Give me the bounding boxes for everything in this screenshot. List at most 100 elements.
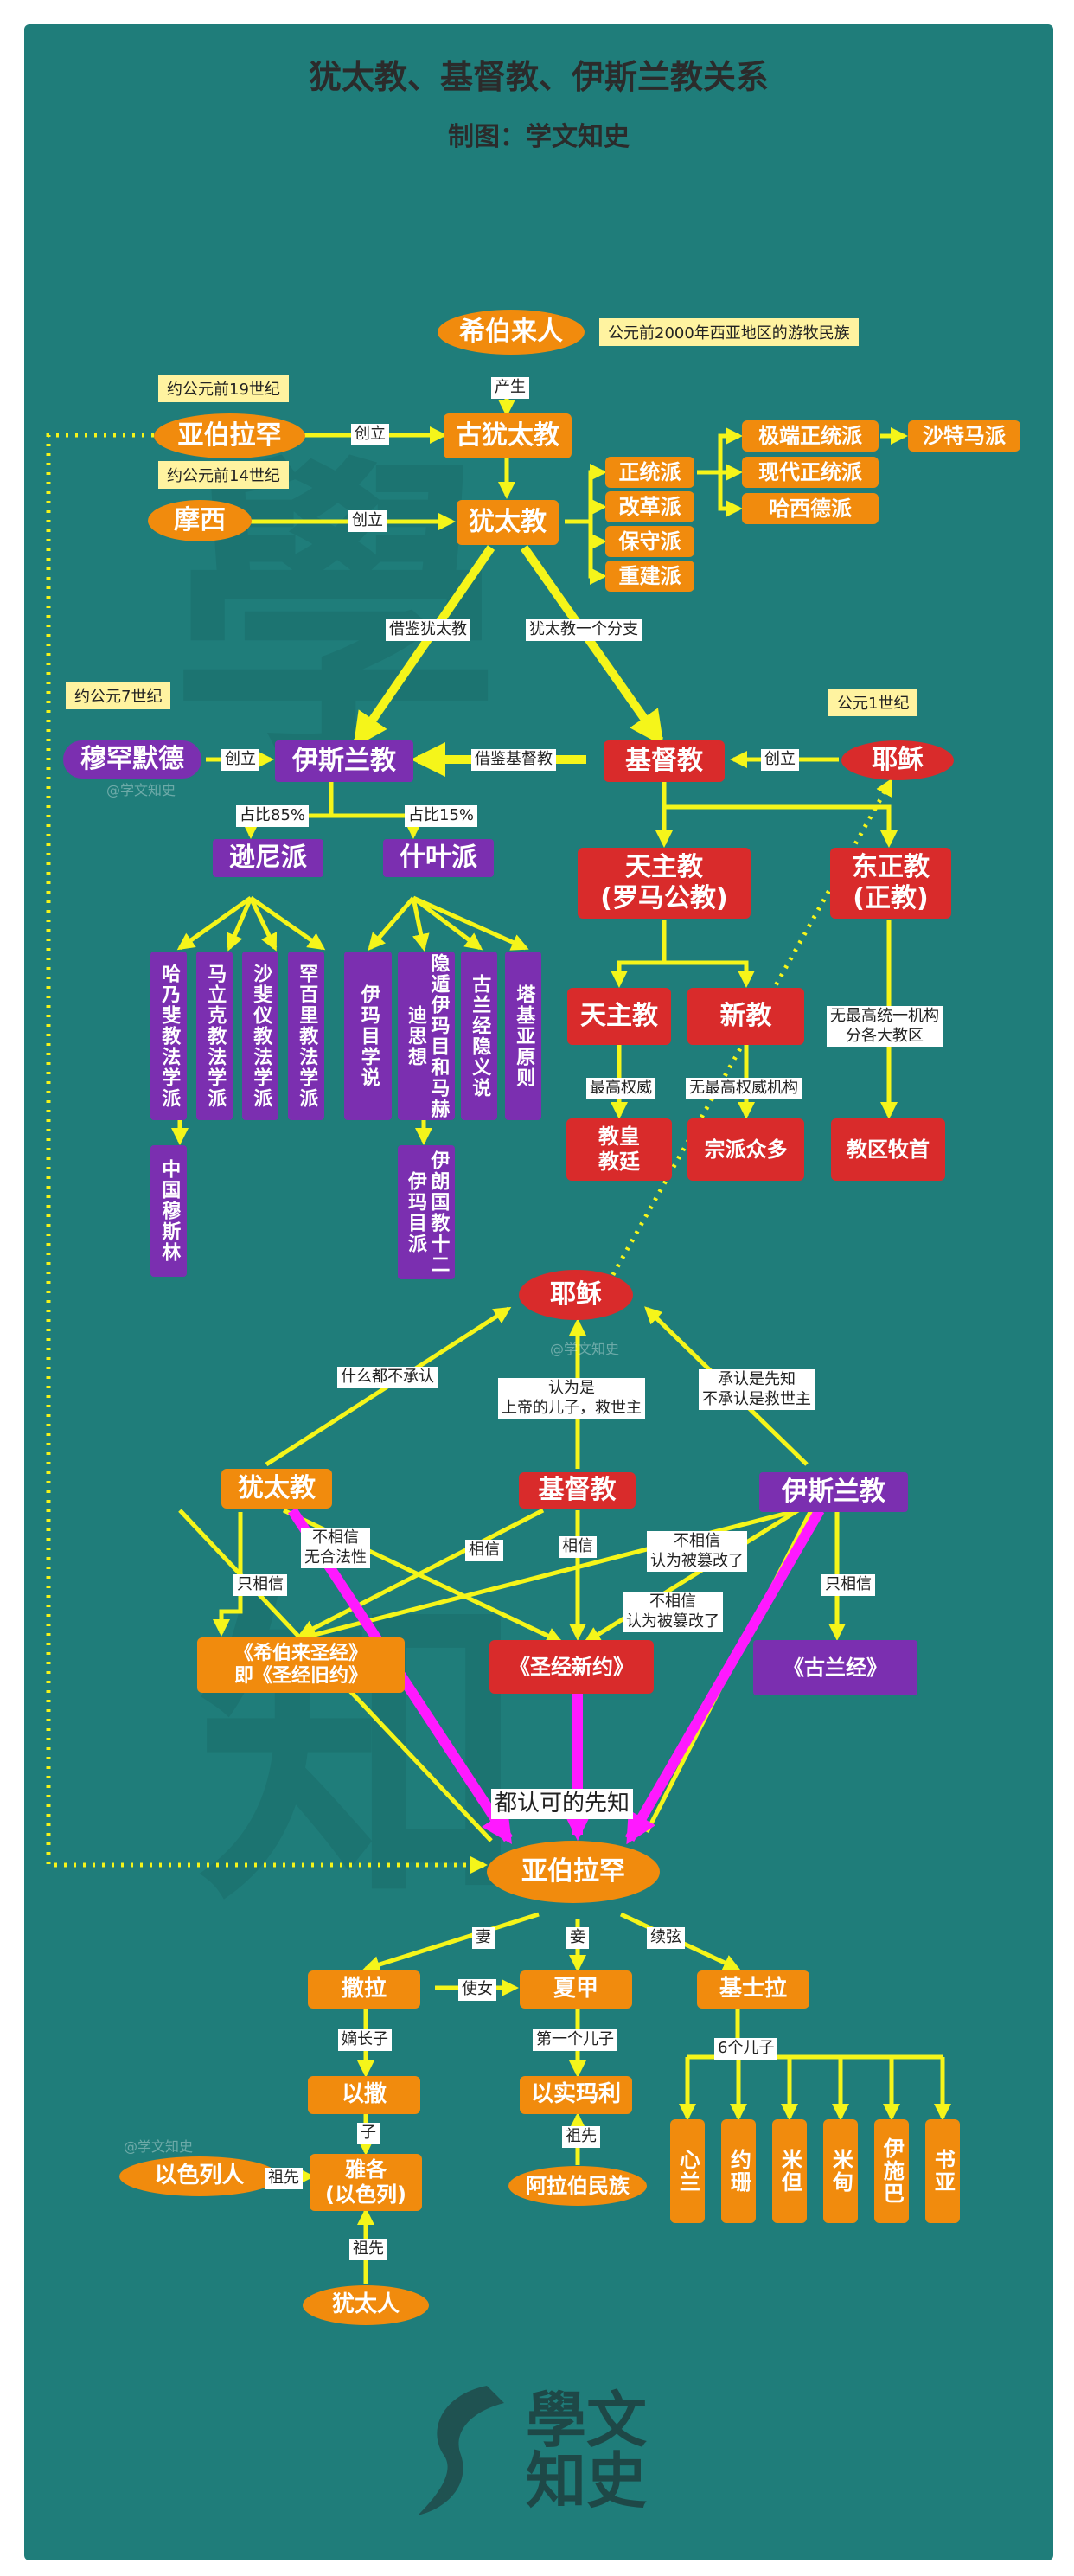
node-jews: 犹太人 bbox=[303, 2285, 429, 2325]
note-jesus-date: 公元1世纪 bbox=[828, 689, 918, 716]
edge-judaism-islam bbox=[353, 545, 495, 748]
node-keturah: 基士拉 bbox=[697, 1970, 809, 2009]
node-many-sects: 宗派众多 bbox=[687, 1118, 804, 1181]
node-ancient-judaism: 古犹太教 bbox=[444, 413, 572, 458]
node-arabs: 阿拉伯民族 bbox=[508, 2166, 647, 2206]
edge-judaism-reconstruction bbox=[588, 522, 607, 585]
node-islam-2: 伊斯兰教 bbox=[759, 1472, 908, 1512]
node-catholic: 天主教 (罗马公教) bbox=[578, 848, 751, 919]
label-accept-none: 什么都不承认 bbox=[337, 1367, 438, 1388]
edge-islam-shia bbox=[331, 813, 422, 839]
label-founded-jesus: 创立 bbox=[761, 749, 799, 771]
label-ancestor-israelites: 祖先 bbox=[265, 2168, 303, 2189]
node-bishops: 教区牧首 bbox=[831, 1118, 945, 1181]
edge-orthodox-hasidic bbox=[718, 472, 743, 517]
node-hagar: 夏甲 bbox=[520, 1970, 632, 2009]
edge-shia-quran-hidden bbox=[412, 896, 483, 951]
label-wife: 妻 bbox=[472, 1927, 495, 1949]
node-quran: 《古兰经》 bbox=[753, 1640, 917, 1695]
node-christianity-2: 基督教 bbox=[519, 1472, 636, 1509]
node-son-1: 心兰 bbox=[670, 2119, 705, 2223]
label-ancestor-jews: 祖先 bbox=[349, 2239, 387, 2260]
label-son: 子 bbox=[357, 2123, 380, 2144]
node-israelites: 以色列人 bbox=[119, 2156, 279, 2196]
connector-layer bbox=[46, 396, 951, 2284]
note-abraham-date: 约公元前19世纪 bbox=[158, 375, 289, 402]
edge-islam-new-testament bbox=[583, 1508, 800, 1644]
node-abraham: 亚伯拉罕 bbox=[154, 413, 305, 458]
label-sunni-share: 占比85% bbox=[236, 805, 310, 827]
label-borrowed-christianity: 借鉴基督教 bbox=[471, 749, 556, 771]
edge-sunni-maliki bbox=[227, 897, 253, 952]
page-title: 犹太教、基督教、伊斯兰教关系 bbox=[308, 58, 769, 96]
edge-judaism-reform bbox=[588, 498, 607, 522]
edge-shia-taqiyya bbox=[412, 895, 529, 951]
edge-shia-occultation bbox=[411, 897, 430, 952]
node-son-4: 米甸 bbox=[823, 2119, 858, 2223]
node-taqiyya: 塔基亚原则 bbox=[505, 952, 541, 1120]
watermark: @学文知史 bbox=[124, 2138, 194, 2155]
edge-christianity-orthodox-church bbox=[664, 804, 898, 848]
node-son-2: 约珊 bbox=[721, 2119, 756, 2223]
edge-shia-imamate bbox=[368, 896, 415, 952]
node-new-testament: 《圣经新约》 bbox=[489, 1640, 654, 1694]
label-disbelieve-altered-1: 不相信 认为被篡改了 bbox=[647, 1531, 747, 1572]
node-abraham-2: 亚伯拉罕 bbox=[487, 1841, 660, 1903]
note-muhammad-date: 约公元7世纪 bbox=[66, 682, 171, 709]
label-no-supreme-authority: 无最高权威机构 bbox=[686, 1078, 802, 1099]
edge-catholic-protestant bbox=[664, 960, 755, 988]
note-moses-date: 约公元前14世纪 bbox=[158, 461, 289, 489]
node-hanafi: 哈乃斐教法学派 bbox=[150, 952, 187, 1120]
node-jacob: 雅各 (以色列) bbox=[310, 2154, 422, 2211]
node-hasidic: 哈西德派 bbox=[742, 493, 879, 524]
node-twelver: 伊朗国教十二伊玛目派 bbox=[398, 1145, 455, 1279]
node-modern-orthodox: 现代正统派 bbox=[742, 457, 879, 488]
edge-christianity-hebrew-bible bbox=[297, 1508, 545, 1637]
node-imamate: 伊玛目学说 bbox=[344, 952, 392, 1120]
edge-islam-abraham bbox=[624, 1507, 825, 1845]
edge-abraham-sarah bbox=[362, 1912, 540, 1973]
edge-judaism-orthodox bbox=[565, 464, 607, 524]
node-shia: 什叶派 bbox=[383, 839, 494, 877]
label-prophet-only: 承认是先知 不承认是救世主 bbox=[699, 1369, 815, 1410]
node-catholic2: 天主教 bbox=[567, 988, 671, 1045]
logo-text: 學文知史 bbox=[526, 2384, 647, 2516]
label-remarried: 续弦 bbox=[647, 1927, 685, 1949]
label-shia-share: 占比15% bbox=[405, 805, 478, 827]
node-ishmael: 以实玛利 bbox=[520, 2076, 632, 2114]
node-shafii: 沙斐仪教法学派 bbox=[242, 952, 278, 1120]
edge-jesus-identity-dotted bbox=[601, 778, 893, 1293]
node-reform: 改革派 bbox=[605, 491, 694, 522]
label-borrowed-judaism: 借鉴犹太教 bbox=[386, 619, 470, 641]
node-judaism: 犹太教 bbox=[457, 500, 559, 545]
label-believe-2: 相信 bbox=[559, 1536, 597, 1558]
node-jesus-2: 耶稣 bbox=[519, 1270, 633, 1320]
node-maliki: 马立克教法学派 bbox=[196, 952, 233, 1120]
label-eldest-son: 嫡长子 bbox=[338, 2029, 392, 2051]
edge-orthodox-ultra bbox=[697, 427, 743, 475]
node-reconstruction: 重建派 bbox=[605, 561, 694, 592]
label-first-son: 第一个儿子 bbox=[533, 2029, 617, 2051]
edge-judaism-christianity bbox=[520, 545, 664, 747]
dragon-logo-icon bbox=[418, 2386, 504, 2515]
node-son-3: 米但 bbox=[772, 2119, 807, 2223]
page-subtitle: 制图：学文知史 bbox=[448, 122, 630, 152]
label-six-sons: 6个儿子 bbox=[714, 2038, 778, 2060]
node-jesus: 耶稣 bbox=[841, 740, 954, 780]
edge-sunni-hanbali bbox=[249, 895, 326, 951]
node-hebrews: 希伯来人 bbox=[438, 310, 585, 355]
node-occultation: 隐遁伊玛目和马赫迪思想 bbox=[398, 952, 455, 1120]
label-son-of-god: 认为是 上帝的儿子，救世主 bbox=[498, 1378, 645, 1419]
label-disbelieve-illegal: 不相信 无合法性 bbox=[301, 1528, 370, 1568]
label-ancestor-arabs: 祖先 bbox=[562, 2126, 600, 2148]
node-pope: 教皇 教廷 bbox=[566, 1118, 672, 1181]
node-sunni: 逊尼派 bbox=[213, 839, 323, 877]
node-protestant: 新教 bbox=[687, 988, 804, 1045]
node-moses: 摩西 bbox=[148, 500, 252, 541]
node-christianity: 基督教 bbox=[604, 740, 725, 782]
node-conservative: 保守派 bbox=[605, 526, 694, 557]
label-only-believe-islam: 只相信 bbox=[821, 1574, 875, 1596]
node-muhammad: 穆罕默德 bbox=[63, 740, 201, 779]
edge-abraham-identity-dotted bbox=[46, 433, 488, 1874]
node-son-6: 书亚 bbox=[925, 2119, 960, 2223]
